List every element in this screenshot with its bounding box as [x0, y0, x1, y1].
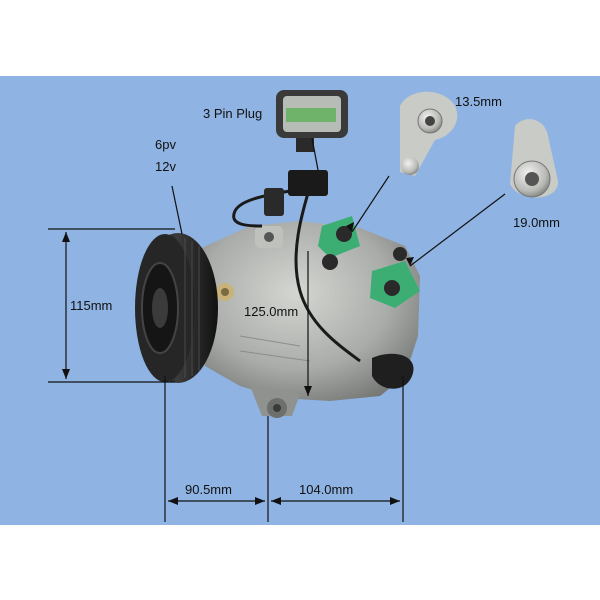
leader-lines: [171, 137, 506, 267]
port-small-label: 13.5mm: [455, 94, 502, 109]
dimension-lines: [48, 228, 404, 522]
valve-ports: [318, 216, 420, 308]
product-image-panel: 3 Pin Plug 6pv 12v 13.5mm 19.0mm 115mm 1…: [0, 76, 600, 525]
pulley-groove-label: 6pv: [155, 137, 176, 152]
plug-label: 3 Pin Plug: [203, 106, 263, 121]
pulley-icon: [135, 233, 218, 383]
product-illustration: [0, 76, 600, 525]
port-fitting-icon: [510, 119, 559, 198]
port-large-label: 19.0mm: [513, 215, 560, 230]
height-dimension-label: 115mm: [70, 298, 113, 313]
connector-plug-icon: [264, 90, 348, 216]
voltage-label: 12v: [155, 159, 176, 174]
dimension-arrowheads: [62, 222, 414, 505]
depth-dimension-label: 125.0mm: [244, 304, 299, 319]
pulley-offset-label: 90.5mm: [185, 482, 232, 497]
body-length-label: 104.0mm: [299, 482, 354, 497]
port-fitting-icon: [400, 91, 458, 176]
